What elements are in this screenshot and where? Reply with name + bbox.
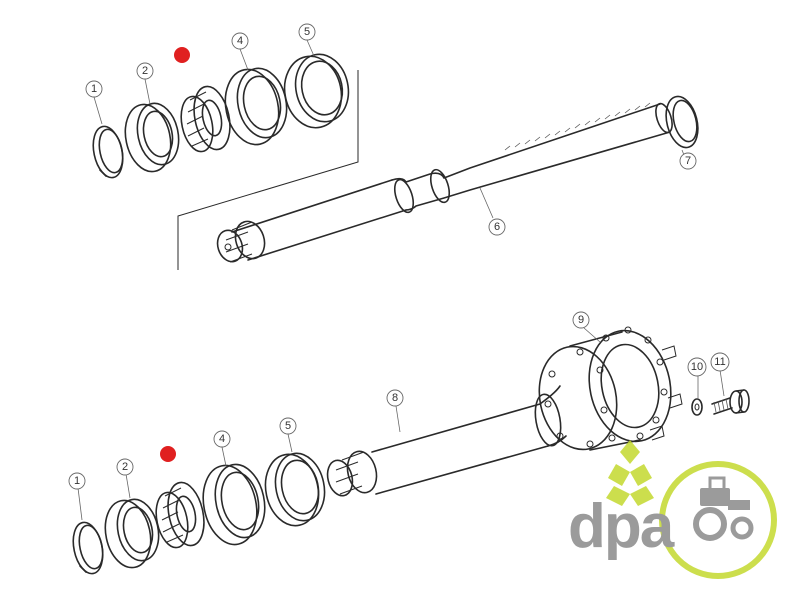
bottom-callout-5: 5 bbox=[279, 417, 297, 435]
top-part-1-snap-ring bbox=[92, 125, 124, 179]
bottom-callout-1-label: 1 bbox=[74, 475, 80, 487]
bottom-part-3-roller-cone bbox=[155, 481, 205, 549]
top-callout-7-label: 7 bbox=[685, 155, 691, 167]
top-callout-6: 6 bbox=[488, 218, 506, 236]
top-callout-1-label: 1 bbox=[91, 83, 97, 95]
top-part-3-roller-cone bbox=[180, 85, 231, 153]
top-part-7-snap-ring bbox=[665, 95, 699, 149]
top-callout-2-label: 2 bbox=[142, 65, 148, 77]
bottom-part-5-seal bbox=[264, 452, 326, 527]
bottom-callout-8-label: 8 bbox=[392, 392, 398, 404]
tractor-icon bbox=[693, 476, 754, 541]
bottom-part-11-bolt bbox=[711, 389, 750, 415]
top-part-2-bearing-cup bbox=[124, 102, 180, 173]
bottom-callout-2-label: 2 bbox=[122, 461, 128, 473]
dpa-logo: dpa bbox=[568, 440, 777, 579]
logo-text: dpa bbox=[568, 492, 675, 561]
bottom-highlight-dot bbox=[160, 446, 176, 462]
top-part-4-bearing-cup bbox=[224, 67, 288, 146]
bottom-part-9-hub-flange bbox=[538, 326, 683, 451]
top-callout-2: 2 bbox=[136, 62, 154, 80]
top-part-6-axle-shaft bbox=[216, 102, 673, 263]
bottom-callout-2: 2 bbox=[116, 458, 134, 476]
top-callout-5-label: 5 bbox=[304, 26, 310, 38]
bottom-callout-10: 10 bbox=[687, 357, 707, 377]
bottom-callout-4: 4 bbox=[213, 430, 231, 448]
bottom-callout-1: 1 bbox=[68, 472, 86, 490]
bottom-callout-9: 9 bbox=[572, 311, 590, 329]
top-callout-5: 5 bbox=[298, 23, 316, 41]
top-frame-bracket bbox=[177, 70, 359, 270]
bottom-callout-9-label: 9 bbox=[578, 314, 584, 326]
bottom-part-10-washer bbox=[691, 398, 703, 416]
wheat-icon bbox=[606, 440, 654, 506]
bottom-callout-10-label: 10 bbox=[691, 361, 703, 373]
top-assembly: 1 2 4 5 6 7 bbox=[85, 23, 699, 270]
bottom-assembly: 1 2 4 5 8 9 10 11 bbox=[68, 311, 750, 575]
bottom-callout-8: 8 bbox=[386, 389, 404, 407]
logo-green-circle bbox=[659, 461, 777, 579]
bottom-part-1-snap-ring bbox=[72, 521, 104, 575]
top-callout-1: 1 bbox=[85, 80, 103, 98]
top-highlight-dot bbox=[174, 47, 190, 63]
bottom-part-8-axle bbox=[326, 385, 567, 497]
top-part-5-seal bbox=[283, 53, 350, 129]
bottom-part-4-bearing-cup bbox=[202, 463, 266, 546]
top-callout-6-label: 6 bbox=[494, 221, 500, 233]
top-callout-4-label: 4 bbox=[237, 35, 243, 47]
bottom-callout-11-label: 11 bbox=[714, 356, 725, 368]
bottom-part-2-bearing-cup bbox=[104, 498, 160, 569]
bottom-callout-11: 11 bbox=[710, 352, 730, 372]
bottom-callout-4-label: 4 bbox=[219, 433, 225, 445]
bottom-callout-5-label: 5 bbox=[285, 420, 291, 432]
top-callout-7: 7 bbox=[679, 152, 697, 170]
top-callout-4: 4 bbox=[231, 32, 249, 50]
